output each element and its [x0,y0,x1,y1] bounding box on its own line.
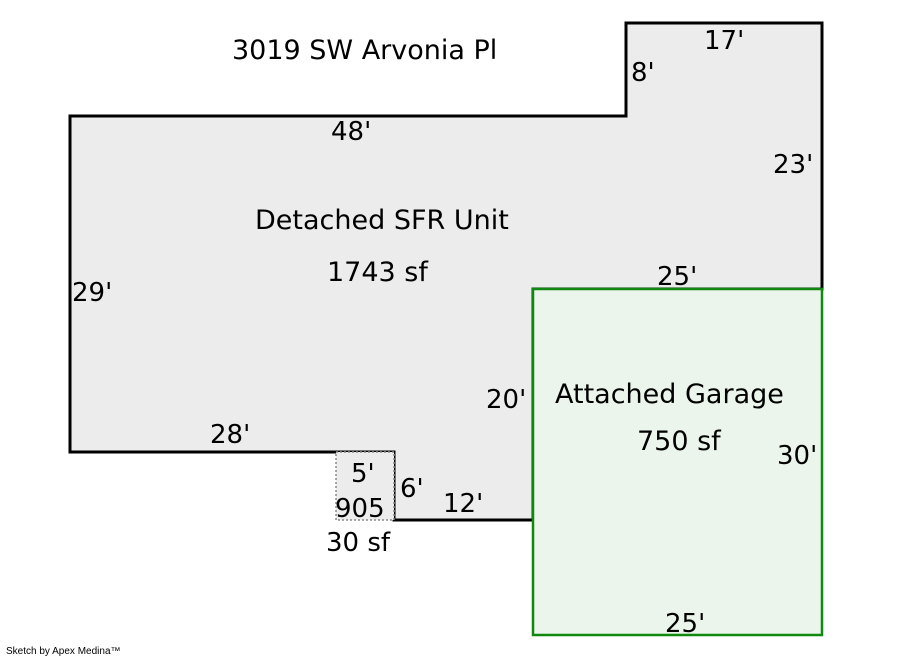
house-name-label: Detached SFR Unit [255,205,509,236]
dim-house-bottom-mid: 12' [443,489,483,519]
dim-house-top-left: 48' [331,117,371,147]
sketch-credit: Sketch by Apex Medina™ [6,646,121,657]
porch-area-label: 30 sf [326,528,391,558]
porch-outline[interactable] [335,451,395,521]
dim-garage-top: 25' [657,262,697,292]
garage-name-label: Attached Garage [555,379,784,410]
garage-outline[interactable] [531,287,824,637]
dim-house-bottom-left: 28' [210,420,250,450]
garage-area-label: 750 sf [637,426,722,457]
dim-garage-bottom: 25' [665,609,705,639]
address-title: 3019 SW Arvonia Pl [232,35,497,66]
dim-house-garage-side: 20' [486,385,526,415]
dim-house-bump-top: 17' [704,26,744,56]
dim-house-right: 23' [773,150,813,180]
dim-house-bump-left: 8' [631,58,655,88]
dim-house-step: 6' [400,474,424,504]
dim-house-left: 29' [72,278,112,308]
porch-code-label: 905 [335,494,385,524]
dim-garage-right: 30' [777,441,817,471]
dim-porch-top: 5' [351,459,375,489]
house-area-label: 1743 sf [327,257,429,288]
